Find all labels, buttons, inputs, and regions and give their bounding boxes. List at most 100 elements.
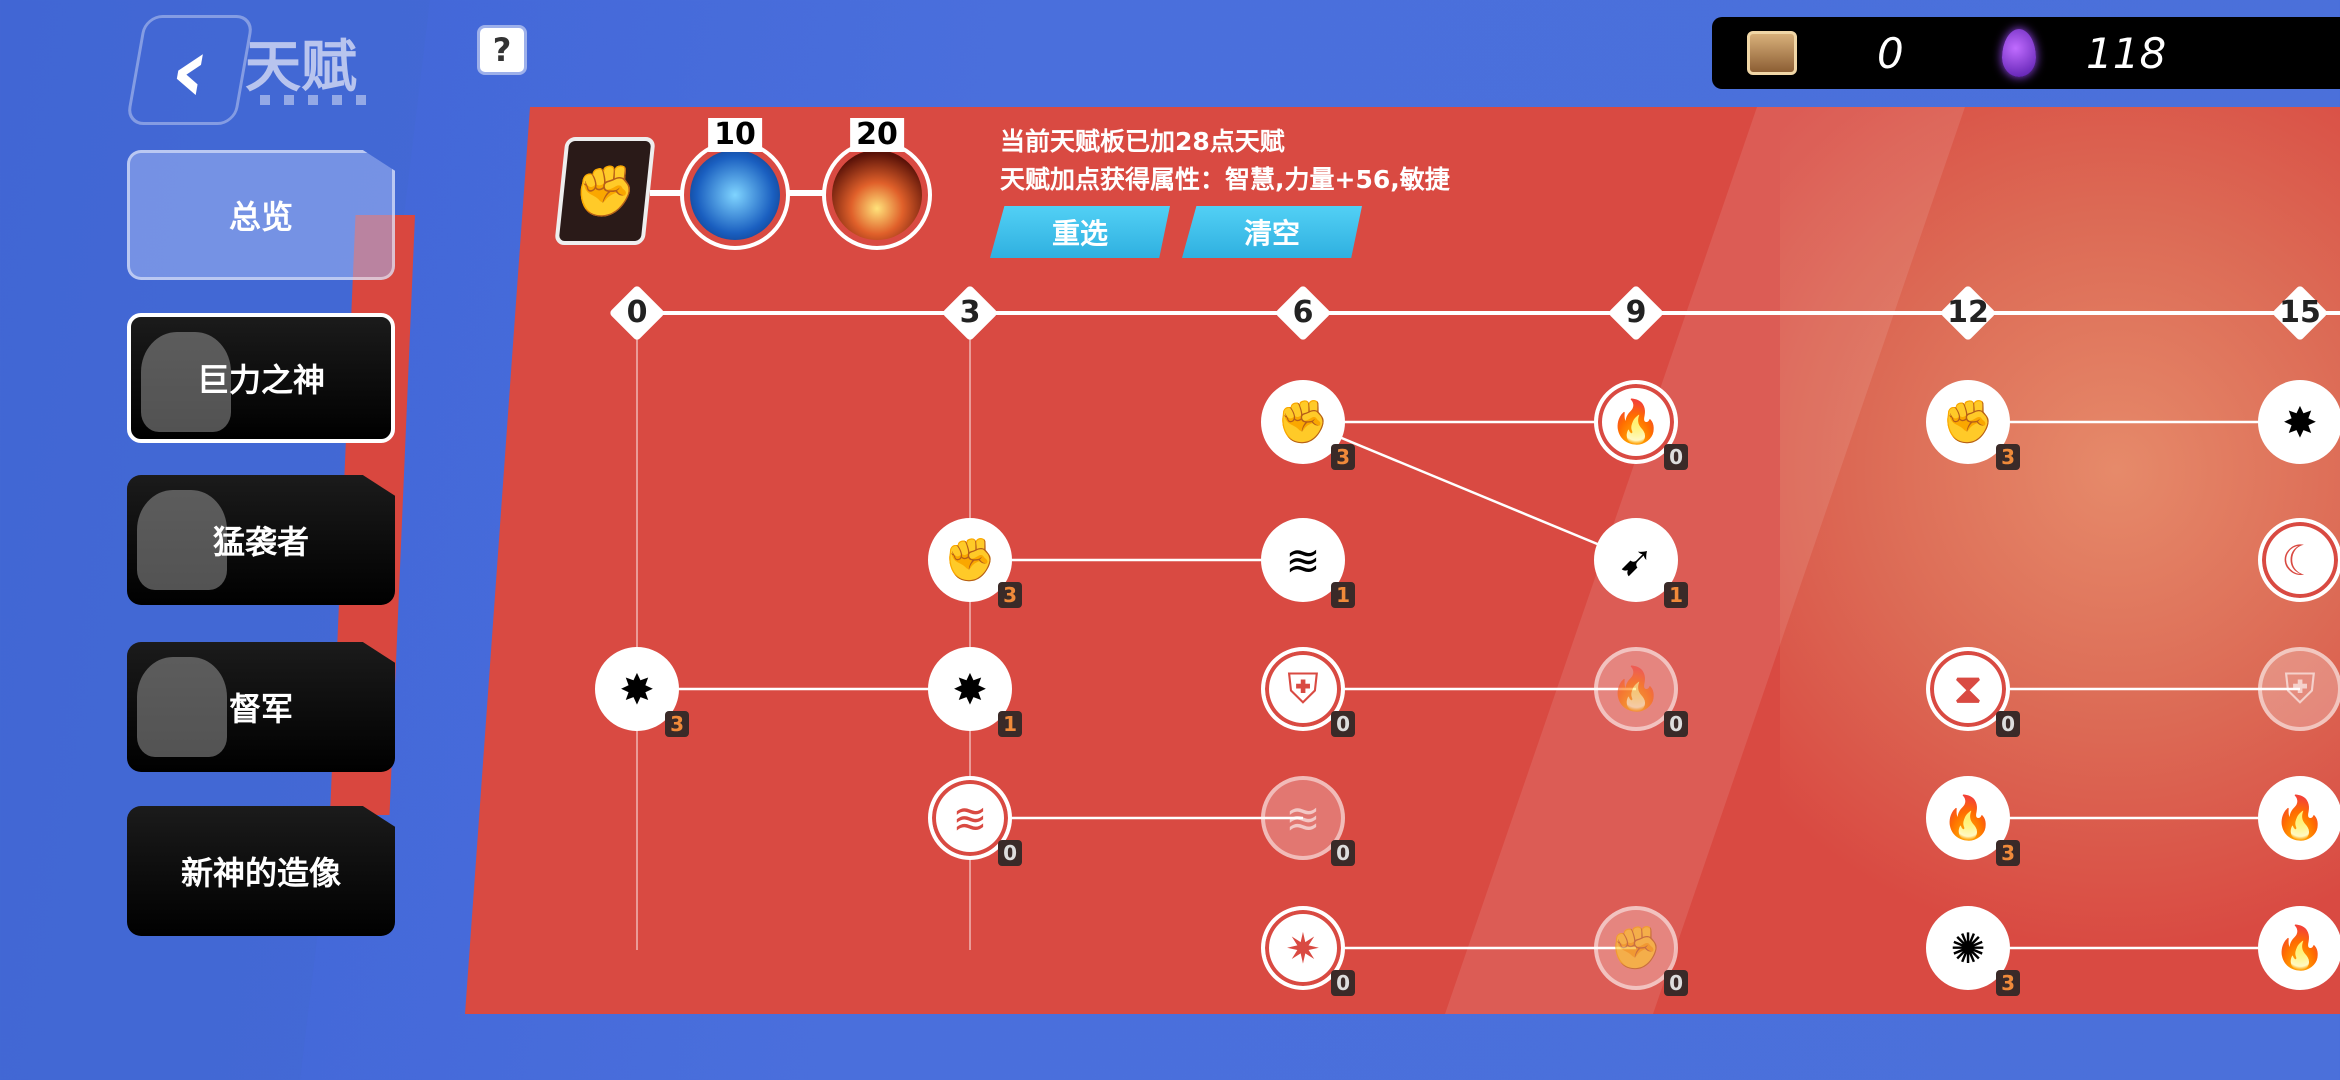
talent-node[interactable]: ⧗0 (1926, 647, 2020, 737)
talent-icon: ✸ (619, 664, 655, 714)
sidebar-tab-label: 猛袭者 (212, 523, 309, 561)
sidebar-tab-label: 总览 (228, 198, 293, 236)
talent-icon: 🔥 (1941, 793, 1995, 842)
talent-level-badge: 0 (1664, 711, 1688, 737)
talent-panel (465, 107, 2340, 1014)
talent-icon: ✊ (1276, 397, 1330, 446)
sidebar-tab-label: 督军 (228, 690, 293, 728)
gem-count: 118 (2086, 28, 2167, 78)
column-guide (969, 330, 971, 950)
points-summary: 当前天赋板已加28点天赋 (1000, 127, 1285, 156)
tier-label: 12 (1947, 295, 1989, 330)
sidebar-tab[interactable]: 猛袭者 (127, 475, 395, 605)
talent-node[interactable]: 🔥3 (1926, 776, 2020, 866)
sidebar-tab[interactable]: 督军 (127, 642, 395, 772)
talent-icon: ≋ (1285, 793, 1321, 843)
talent-node[interactable]: ✸ (2258, 380, 2340, 464)
talent-icon: ☾ (2281, 535, 2319, 585)
talent-node[interactable]: ≋1 (1261, 518, 1355, 608)
talent-level-badge: 0 (1331, 970, 1355, 996)
talent-icon: ⧗ (1953, 664, 1983, 713)
talent-icon: ✸ (2282, 397, 2318, 447)
attribute-summary: 天赋加点获得属性：智慧,力量+56,敏捷 (1000, 165, 1450, 194)
tier-label: 9 (1625, 295, 1647, 330)
talent-icon: ≋ (1285, 535, 1321, 585)
purple-gem-icon (2002, 29, 2036, 77)
skill-cost: 10 (708, 118, 762, 152)
explosion-icon (832, 150, 922, 240)
talent-node[interactable]: ➹1 (1594, 518, 1688, 608)
talent-icon: ≋ (952, 793, 988, 843)
chest-icon (1747, 31, 1797, 75)
talent-node[interactable]: ✊3 (1261, 380, 1355, 470)
tier-timeline (637, 311, 2340, 315)
talent-node[interactable]: 🔥 (2258, 776, 2340, 860)
talent-icon: ✺ (1950, 923, 1986, 973)
skill-explosion[interactable]: 20 (822, 118, 932, 250)
talent-icon: ✊ (1609, 923, 1663, 972)
currency-chest: 0 (1747, 17, 1904, 89)
talent-node[interactable]: ✷0 (1261, 906, 1355, 996)
sidebar-tab[interactable]: 总览 (127, 150, 395, 280)
talent-level-badge: 0 (1331, 711, 1355, 737)
talent-icon: ✊ (1941, 397, 1995, 446)
talent-icon: ⛨ (1287, 664, 1319, 713)
skill-shield[interactable]: 10 (680, 118, 790, 250)
sidebar-tab[interactable]: 新神的造像 (127, 806, 395, 936)
class-emblem-icon (137, 490, 227, 590)
chest-count: 0 (1877, 28, 1904, 78)
talent-level-badge: 3 (998, 582, 1022, 608)
talent-node[interactable]: ⛨ (2258, 647, 2340, 731)
talent-level-badge: 0 (998, 840, 1022, 866)
reset-button[interactable]: 重选 (990, 206, 1170, 258)
talent-icon: ✷ (1285, 923, 1321, 973)
talent-level-badge: 0 (1331, 840, 1355, 866)
talent-level-badge: 1 (1664, 582, 1688, 608)
character-art (1780, 107, 2340, 1014)
talent-icon: 🔥 (1609, 664, 1663, 713)
class-emblem-icon (137, 657, 227, 757)
sidebar-tab[interactable]: 巨力之神 (127, 313, 395, 443)
clear-button[interactable]: 清空 (1182, 206, 1362, 258)
talent-level-badge: 3 (1996, 840, 2020, 866)
talent-level-badge: 3 (1996, 970, 2020, 996)
sidebar-tab-label: 新神的造像 (180, 854, 341, 892)
help-button[interactable]: ? (477, 25, 527, 75)
talent-node[interactable]: ☾ (2258, 518, 2340, 602)
talent-node[interactable]: 🔥0 (1594, 647, 1688, 737)
currency-bar: 0 118 (1712, 17, 2340, 89)
tier-label: 15 (2279, 295, 2321, 330)
talent-icon: ➹ (1618, 535, 1654, 585)
tier-label: 6 (1292, 295, 1314, 330)
talent-node[interactable]: 🔥 (2258, 906, 2340, 990)
tier-label: 3 (959, 295, 981, 330)
sidebar-tab-label: 巨力之神 (196, 361, 325, 399)
talent-link (1302, 420, 1637, 562)
talent-level-badge: 1 (998, 711, 1022, 737)
talent-node[interactable]: ⛨0 (1261, 647, 1355, 737)
talent-node[interactable]: ✺3 (1926, 906, 2020, 996)
talent-node[interactable]: ✸1 (928, 647, 1022, 737)
talent-level-badge: 3 (1996, 444, 2020, 470)
talent-node[interactable]: ≋0 (1261, 776, 1355, 866)
title-decoration (260, 95, 425, 107)
class-emblem-icon (141, 332, 231, 432)
skill-cost: 20 (850, 118, 904, 152)
page-title: 天赋 (245, 35, 357, 100)
talent-node[interactable]: ✊0 (1594, 906, 1688, 996)
talent-node[interactable]: 🔥0 (1594, 380, 1688, 470)
talent-node[interactable]: ✸3 (595, 647, 689, 737)
talent-icon: 🔥 (1609, 397, 1663, 446)
talent-icon: ✊ (943, 535, 997, 584)
talent-level-badge: 0 (1664, 444, 1688, 470)
column-guide (636, 330, 638, 950)
talent-level-badge: 0 (1996, 711, 2020, 737)
talent-level-badge: 0 (1664, 970, 1688, 996)
talent-level-badge: 3 (665, 711, 689, 737)
talent-node[interactable]: ≋0 (928, 776, 1022, 866)
tier-label: 0 (626, 295, 648, 330)
talent-icon: 🔥 (2273, 793, 2327, 842)
talent-node[interactable]: ✊3 (1926, 380, 2020, 470)
talent-node[interactable]: ✊3 (928, 518, 1022, 608)
